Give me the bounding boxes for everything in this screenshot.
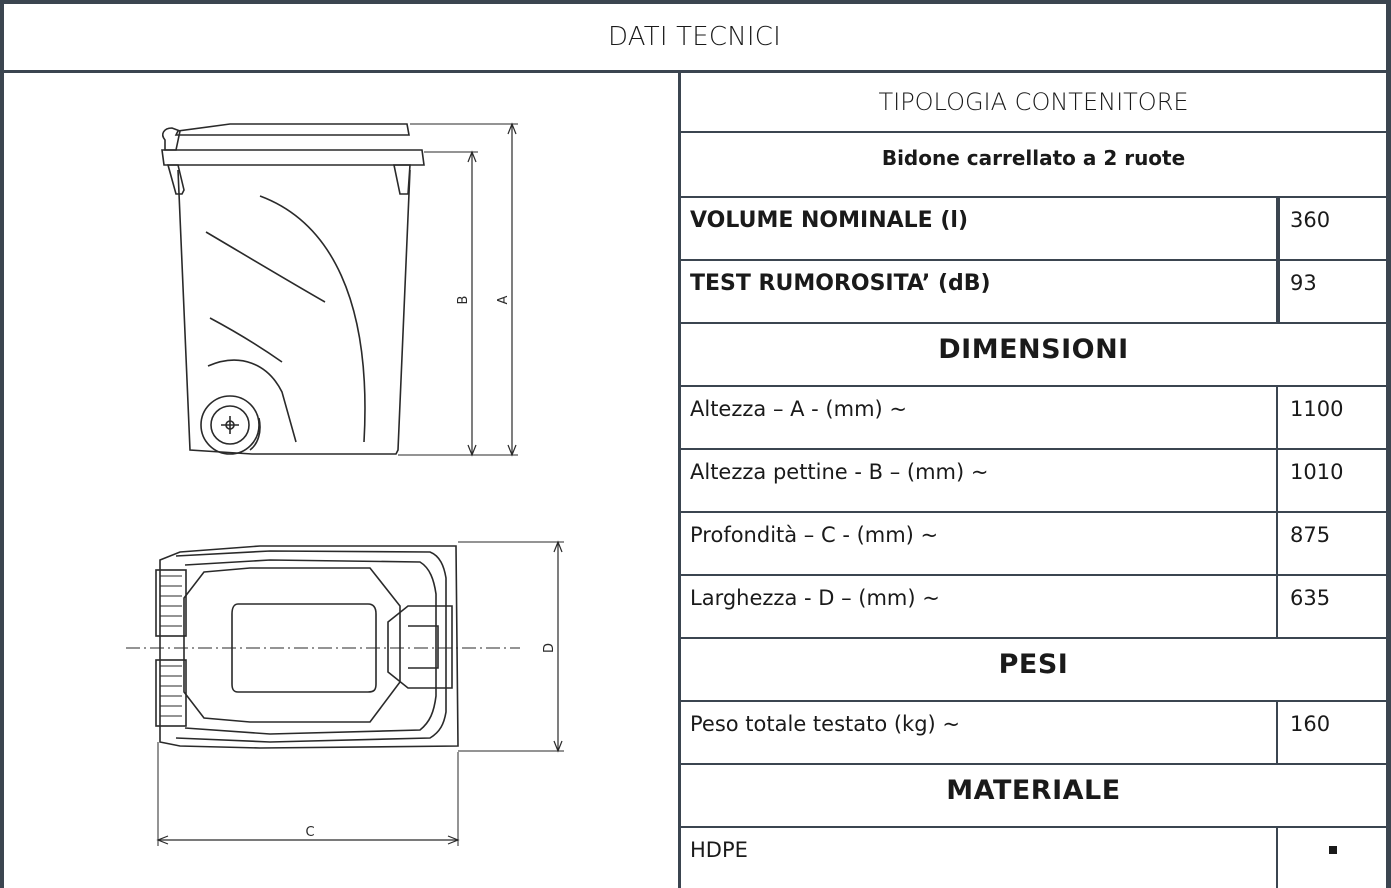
tipologia-heading: TIPOLOGIA CONTENITORE: [878, 88, 1189, 116]
row-divider: [678, 574, 1391, 576]
row-divider: [678, 700, 1391, 702]
check-square-icon: [1329, 846, 1337, 854]
row-divider: [678, 448, 1391, 450]
pesi-heading: PESI: [998, 648, 1069, 680]
dimension-label-c: C: [305, 825, 314, 840]
title-divider: [0, 70, 1391, 73]
value-column-divider: [1276, 385, 1278, 639]
row-divider: [678, 322, 1391, 324]
border-top: [0, 0, 1391, 4]
side-view-drawing: [161, 122, 518, 457]
tipologia-value: Bidone carrellato a 2 ruote: [881, 146, 1186, 170]
row-divider: [678, 131, 1391, 133]
altezza-label: Altezza – A - (mm) ~: [690, 397, 907, 421]
larghezza-value: 635: [1290, 586, 1331, 610]
dimension-label-a: A: [496, 295, 511, 304]
profondita-value: 875: [1290, 523, 1331, 547]
row-divider: [678, 196, 1391, 198]
row-divider: [678, 259, 1391, 261]
rumorosita-value: 93: [1290, 271, 1317, 295]
dimensioni-heading: DIMENSIONI: [938, 333, 1129, 365]
peso-value: 160: [1290, 712, 1331, 736]
altezza-pettine-label: Altezza pettine - B – (mm) ~: [690, 460, 989, 484]
materiale-heading: MATERIALE: [946, 774, 1121, 806]
profondita-label: Profondità – C - (mm) ~: [690, 523, 939, 547]
volume-value: 360: [1290, 208, 1331, 232]
value-column-divider: [1276, 826, 1278, 888]
materiale-marker: [1280, 828, 1386, 872]
container-drawing: B A D C: [126, 122, 564, 846]
materiale-label: HDPE: [690, 838, 748, 862]
volume-label: VOLUME NOMINALE (l): [690, 207, 969, 233]
peso-label: Peso totale testato (kg) ~: [690, 712, 961, 736]
row-divider: [678, 826, 1391, 828]
row-divider: [678, 511, 1391, 513]
page-title: DATI TECNICI: [608, 22, 781, 52]
row-divider: [678, 763, 1391, 765]
dimension-label-b: B: [456, 296, 471, 305]
border-right: [1386, 0, 1391, 888]
border-left: [0, 0, 4, 888]
dimension-label-d: D: [542, 643, 557, 653]
column-divider: [678, 70, 681, 888]
altezza-pettine-value: 1010: [1290, 460, 1344, 484]
value-column-divider: [1276, 700, 1278, 765]
row-divider: [678, 637, 1391, 639]
rumorosita-label: TEST RUMOROSITA’ (dB): [690, 270, 991, 296]
larghezza-label: Larghezza - D – (mm) ~: [690, 586, 940, 610]
value-column-divider: [1276, 196, 1280, 324]
row-divider: [678, 385, 1391, 387]
altezza-value: 1100: [1290, 397, 1344, 421]
top-view-drawing: [126, 540, 564, 846]
